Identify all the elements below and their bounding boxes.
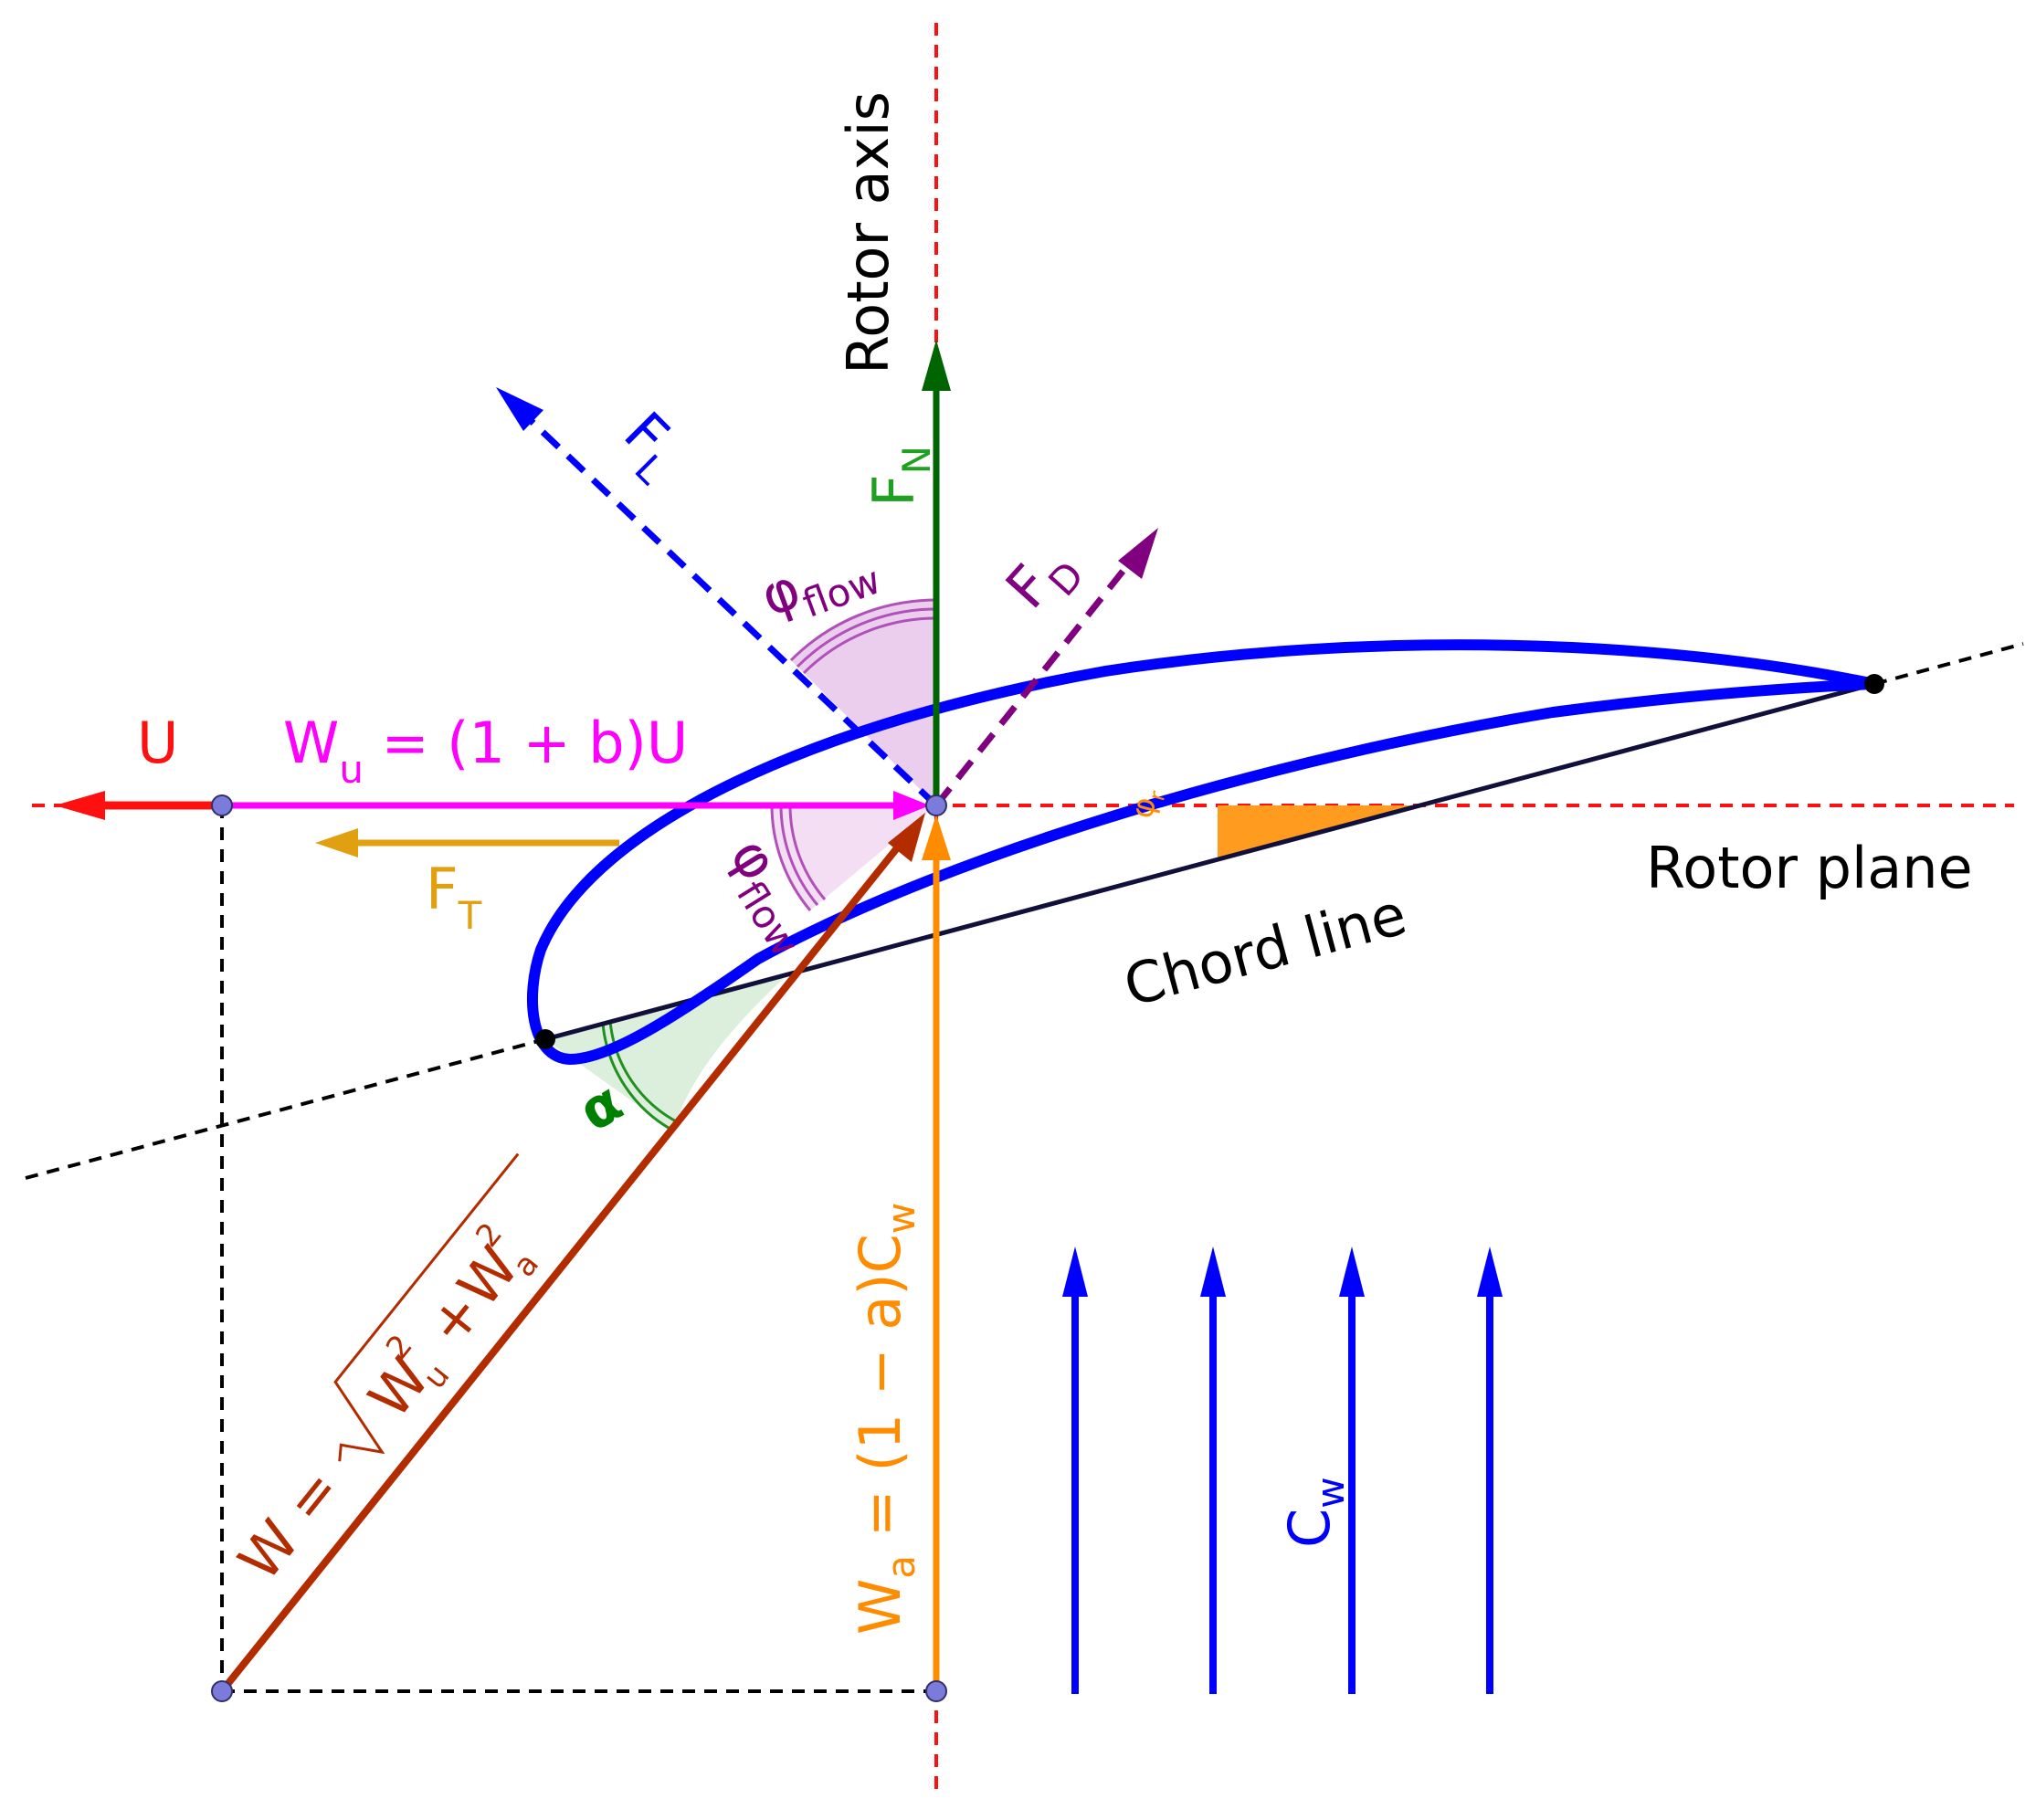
point-origin bbox=[925, 794, 947, 816]
point-u-tail bbox=[211, 794, 233, 816]
chord-line bbox=[544, 681, 1875, 1042]
wu-label: Wu = (1 + b)U bbox=[283, 710, 688, 792]
u-arrowhead bbox=[55, 791, 105, 820]
wa-arrowhead bbox=[922, 815, 951, 860]
w-arrowhead bbox=[888, 813, 925, 862]
vectors bbox=[55, 340, 1503, 1694]
ft-label: FT bbox=[426, 856, 482, 938]
fd-label: FD bbox=[993, 531, 1092, 629]
rotor-plane-label: Rotor plane bbox=[1646, 835, 1973, 901]
chord-extension-line-right bbox=[1873, 642, 2024, 686]
airfoil-outline bbox=[527, 639, 1880, 1065]
alpha-sector bbox=[545, 973, 789, 1131]
u-label: U bbox=[137, 710, 178, 776]
chord-line-label: Chord line bbox=[1117, 880, 1413, 1019]
point-bottom-mid bbox=[925, 1680, 947, 1702]
point-bottom-left bbox=[211, 1680, 233, 1702]
fn-label: FN bbox=[860, 446, 939, 507]
wa-label: Wa = (1 − a)Cw bbox=[847, 1203, 923, 1635]
fl-arrowhead bbox=[496, 387, 543, 431]
ft-arrowhead bbox=[315, 828, 358, 857]
svg-text:W =: W = bbox=[226, 1457, 353, 1593]
phi-flow-upper-sector bbox=[791, 600, 936, 805]
sqrt-symbol bbox=[333, 1152, 520, 1462]
wu-arrowhead bbox=[893, 791, 930, 820]
w-formula-label: W = W 2 u + W 2 a bbox=[226, 1152, 546, 1593]
rotor-axis-label: Rotor axis bbox=[835, 91, 902, 374]
labels: Rotor axis Rotor plane Chord line U Wu =… bbox=[137, 91, 1973, 1635]
fl-label: FL bbox=[603, 399, 697, 493]
leading-edge-point bbox=[535, 1029, 555, 1049]
fl-vector bbox=[520, 410, 939, 808]
chord-extension-line-left bbox=[25, 1037, 546, 1180]
w-vector bbox=[218, 842, 903, 1694]
fn-arrowhead bbox=[922, 340, 951, 391]
cw-label: Cw bbox=[1276, 1477, 1353, 1548]
fd-vector bbox=[934, 556, 1135, 808]
fd-arrowhead bbox=[1118, 528, 1158, 579]
trailing-edge-point bbox=[1864, 674, 1884, 694]
points bbox=[211, 674, 1884, 1702]
